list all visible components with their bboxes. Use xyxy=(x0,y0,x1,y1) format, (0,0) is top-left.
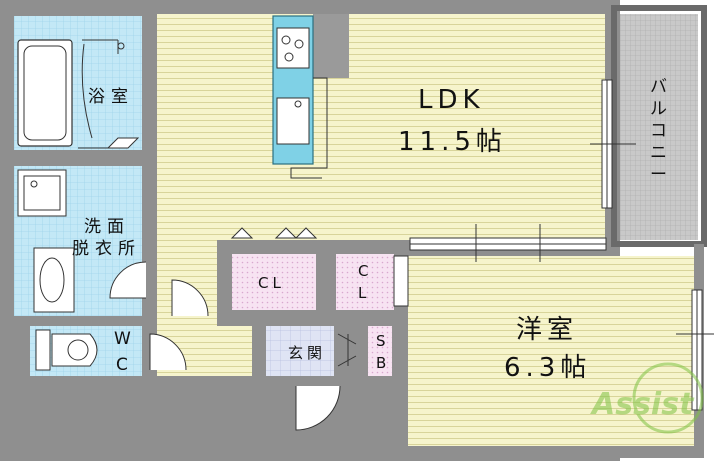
burner-icon xyxy=(281,35,291,45)
washer-pan xyxy=(17,169,67,217)
closet2-line2: L xyxy=(358,284,370,302)
entrance-floor xyxy=(266,326,334,376)
closet2-floor xyxy=(336,254,394,310)
closet1-floor xyxy=(232,254,316,310)
closet1-name: CL xyxy=(258,274,285,292)
logo-text: Assist xyxy=(590,387,695,422)
western-corner xyxy=(393,255,409,307)
bottom-wall xyxy=(396,446,704,458)
western-size: 6.3帖 xyxy=(504,353,591,383)
entrance-door-swing xyxy=(295,385,341,431)
balcony-frame xyxy=(611,5,707,247)
balcony-char: コ xyxy=(650,121,667,141)
toilet-tank xyxy=(35,329,51,371)
assist-logo: Assist xyxy=(590,362,704,434)
stove xyxy=(276,27,310,69)
shoebox-line1: S xyxy=(376,332,390,350)
ldk-size: 11.5帖 xyxy=(398,127,507,157)
western-name: 洋室 xyxy=(516,315,578,345)
shoebox-floor xyxy=(368,326,392,376)
closet-doors xyxy=(230,227,318,239)
burner-icon xyxy=(284,52,294,62)
washroom-door-swing xyxy=(109,261,147,299)
shoebox-line2: B xyxy=(376,354,390,372)
washbasin xyxy=(39,257,65,303)
wc-line1: W xyxy=(114,329,137,349)
sink xyxy=(276,97,310,145)
washroom-line1: 洗面 xyxy=(84,217,130,237)
column xyxy=(313,14,349,78)
balcony-char: ー xyxy=(650,165,667,185)
shoebox-doors xyxy=(337,333,357,367)
shower-head-icon xyxy=(117,42,125,50)
burner-icon xyxy=(294,39,304,49)
ldk-name: LDK xyxy=(418,85,485,115)
washer-inner xyxy=(23,175,61,211)
ldk-floor xyxy=(157,14,605,240)
balcony-label: バ ル コ ニ ー xyxy=(650,77,667,185)
bath-step xyxy=(78,137,140,149)
closet2-line1: C xyxy=(358,262,372,280)
balcony-char: ニ xyxy=(650,143,667,163)
counter-edge xyxy=(290,77,328,179)
toilet-seat xyxy=(67,339,89,361)
hall-door-swing xyxy=(171,279,209,317)
western-floor xyxy=(408,256,694,446)
toilet-bowl xyxy=(51,333,98,367)
bathtub-inner xyxy=(23,45,67,141)
drain-icon xyxy=(30,180,38,188)
wc-door-swing xyxy=(149,333,187,371)
washroom-line2: 脱衣所 xyxy=(72,239,141,259)
wc-line2: C xyxy=(116,355,134,375)
balcony-floor xyxy=(620,14,698,240)
faucet-icon xyxy=(294,100,302,108)
balcony-char: ル xyxy=(650,99,667,119)
bath-name: 浴室 xyxy=(88,87,134,107)
balcony-char: バ xyxy=(650,77,667,97)
entrance-name: 玄関 xyxy=(288,344,326,362)
